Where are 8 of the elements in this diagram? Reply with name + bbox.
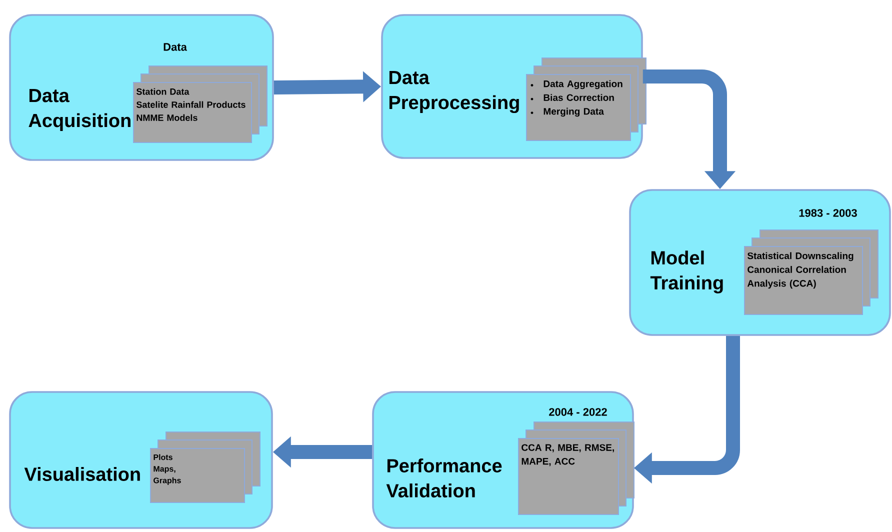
period-label: 2004 - 2022 (549, 408, 607, 416)
period-label: 1983 - 2003 (799, 209, 857, 217)
period-label: Data (164, 43, 187, 51)
document-stack: CCA R, MBE, RMSE, MAPE, ACC (518, 422, 634, 515)
document-stack: Plots Maps, Graphs (150, 432, 260, 503)
document-stack: Statistical Downscaling Canonical Correlation Analysis (CCA) (744, 230, 878, 315)
document-stack: Station Data Satelite Rainfall Products NMME Models (133, 66, 268, 143)
document-stack: Data Aggregation Bias Correction Merging Data (526, 58, 646, 141)
